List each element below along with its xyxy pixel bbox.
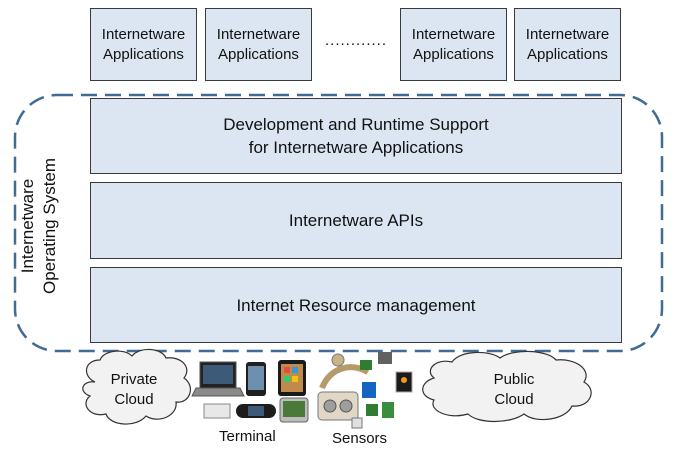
app-box-label-line2: Applications — [527, 45, 608, 63]
os-label-line2: Operating System — [40, 157, 59, 295]
sensors-icon — [317, 352, 413, 429]
layer-dev-runtime-support: Development and Runtime Support for Inte… — [90, 98, 622, 174]
app-box-label-line2: Applications — [103, 45, 184, 63]
private-cloud-label: Private Cloud — [104, 370, 164, 410]
private-cloud-icon — [82, 348, 192, 425]
private-cloud-label-line1: Private — [110, 371, 158, 388]
app-box-2: Internetware Applications — [205, 8, 312, 81]
app-box-label-line1: Internetware — [216, 25, 301, 43]
layer-label: Internet Resource management — [236, 295, 476, 315]
terminal-caption: Terminal — [219, 428, 276, 445]
app-box-3: Internetware Applications — [400, 8, 507, 81]
private-cloud-label-line2: Cloud — [114, 391, 154, 408]
app-box-label-line1: Internetware — [101, 25, 186, 43]
app-box-label-line2: Applications — [413, 45, 494, 63]
ellipsis: ............ — [325, 32, 388, 49]
app-box-label-line2: Applications — [218, 45, 299, 63]
layer-resource-management: Internet Resource management — [90, 267, 622, 343]
app-box-label-line1: Internetware — [525, 25, 610, 43]
sensors-caption: Sensors — [332, 430, 388, 447]
public-cloud-icon — [422, 350, 592, 423]
layer-label: Internetware APIs — [288, 211, 424, 230]
os-label-line1: Internetware — [18, 178, 37, 274]
public-cloud-label-line1: Public — [493, 371, 535, 388]
app-box-1: Internetware Applications — [90, 8, 197, 81]
app-box-label-line1: Internetware — [411, 25, 496, 43]
app-box-4: Internetware Applications — [514, 8, 621, 81]
layer-label-line2: for Internetware Applications — [248, 138, 464, 157]
layer-label-line1: Development and Runtime Support — [223, 115, 489, 134]
terminal-devices-icon — [191, 360, 309, 423]
layer-internetware-apis: Internetware APIs — [90, 182, 622, 259]
public-cloud-label: Public Cloud — [482, 370, 546, 410]
os-label: Internetware Operating System — [17, 156, 61, 296]
public-cloud-label-line2: Cloud — [494, 391, 534, 408]
